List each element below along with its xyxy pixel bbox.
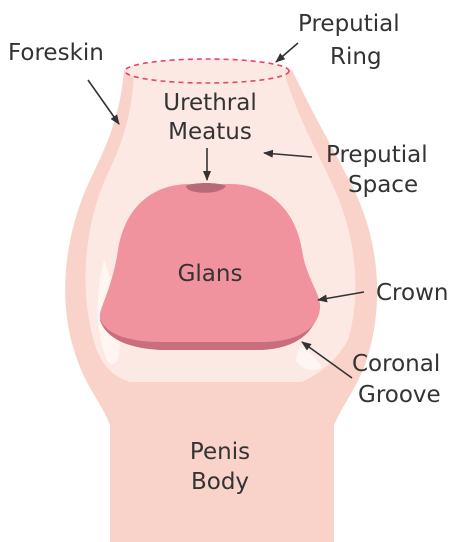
arrow-preputial-ring xyxy=(276,43,298,62)
label-crown: Crown xyxy=(376,280,448,306)
label-foreskin: Foreskin xyxy=(8,40,104,66)
label-urethral-meatus-line1: Urethral xyxy=(163,90,256,116)
label-penis-body-line2: Body xyxy=(191,469,249,495)
arrow-foreskin xyxy=(88,80,119,124)
label-preputial-ring-line1: Preputial xyxy=(298,11,400,37)
label-coronal-groove-line2: Groove xyxy=(358,382,441,408)
preputial-ring-ellipse xyxy=(125,59,289,83)
label-preputial-space-line2: Space xyxy=(348,172,418,198)
label-preputial-space-line1: Preputial xyxy=(326,142,428,168)
label-penis-body-line1: Penis xyxy=(190,439,250,465)
label-urethral-meatus-line2: Meatus xyxy=(168,119,252,145)
label-coronal-groove-line1: Coronal xyxy=(352,351,440,377)
label-glans: Glans xyxy=(178,261,243,287)
label-preputial-ring-line2: Ring xyxy=(330,44,382,70)
